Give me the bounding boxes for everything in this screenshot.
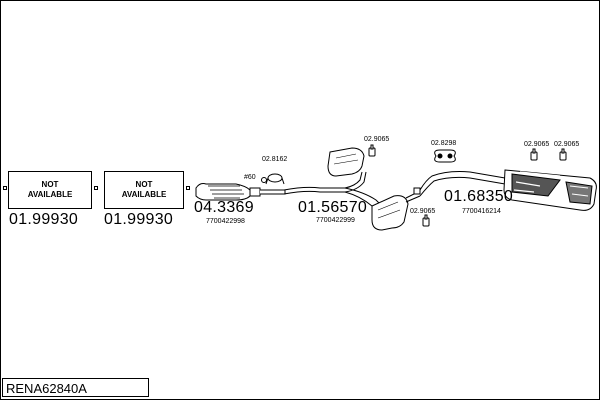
rear-section-oem-ref: 7700416214 (462, 208, 501, 215)
part-2-status-line1: NOT (135, 180, 153, 189)
part-2-unavailable-box: NOT AVAILABLE (104, 171, 184, 209)
catalyst-drawing (195, 183, 345, 201)
catalyst-oem-ref: 7700422998 (206, 218, 245, 225)
part-1-status-line1: NOT (41, 180, 59, 189)
rear-mount-label-right-b[interactable]: 02.9065 (554, 141, 580, 148)
part-2-status-line2: AVAILABLE (121, 190, 167, 199)
part-1-status-line2: AVAILABLE (27, 190, 73, 199)
part-2-number[interactable]: 01.99930 (104, 211, 174, 228)
gasket-drawing (261, 177, 267, 183)
rear-silencer-drawing (503, 169, 597, 211)
clamp-drawing (265, 173, 285, 185)
rear-section-number[interactable]: 01.68350 (444, 188, 514, 205)
clamp-label[interactable]: 02.8162 (262, 156, 288, 163)
part-1-unavailable-box: NOT AVAILABLE (8, 171, 92, 209)
rear-mount-label-right-a[interactable]: 02.9065 (524, 141, 550, 148)
diagram-code-label: RENA62840A (2, 378, 149, 397)
mounts-drawing (368, 144, 567, 227)
part-1-number[interactable]: 01.99930 (9, 211, 79, 228)
middle-mount-label-top[interactable]: 02.9065 (364, 136, 390, 143)
rear-pipe-drawing (413, 171, 506, 197)
catalyst-number[interactable]: 04.3369 (194, 199, 254, 216)
part-1-right-connector (94, 186, 98, 190)
middle-mount-label-bottom[interactable]: 02.9065 (410, 208, 436, 215)
part-2-right-connector (186, 186, 190, 190)
middle-silencer-drawing (327, 147, 421, 231)
middle-silencer-oem-ref: 7700422999 (316, 217, 355, 224)
middle-silencer-number[interactable]: 01.56570 (298, 199, 368, 216)
rear-mount-label-left[interactable]: 02.8298 (431, 140, 457, 147)
part-1-left-connector (3, 186, 7, 190)
gasket-label[interactable]: #60 (244, 174, 256, 181)
